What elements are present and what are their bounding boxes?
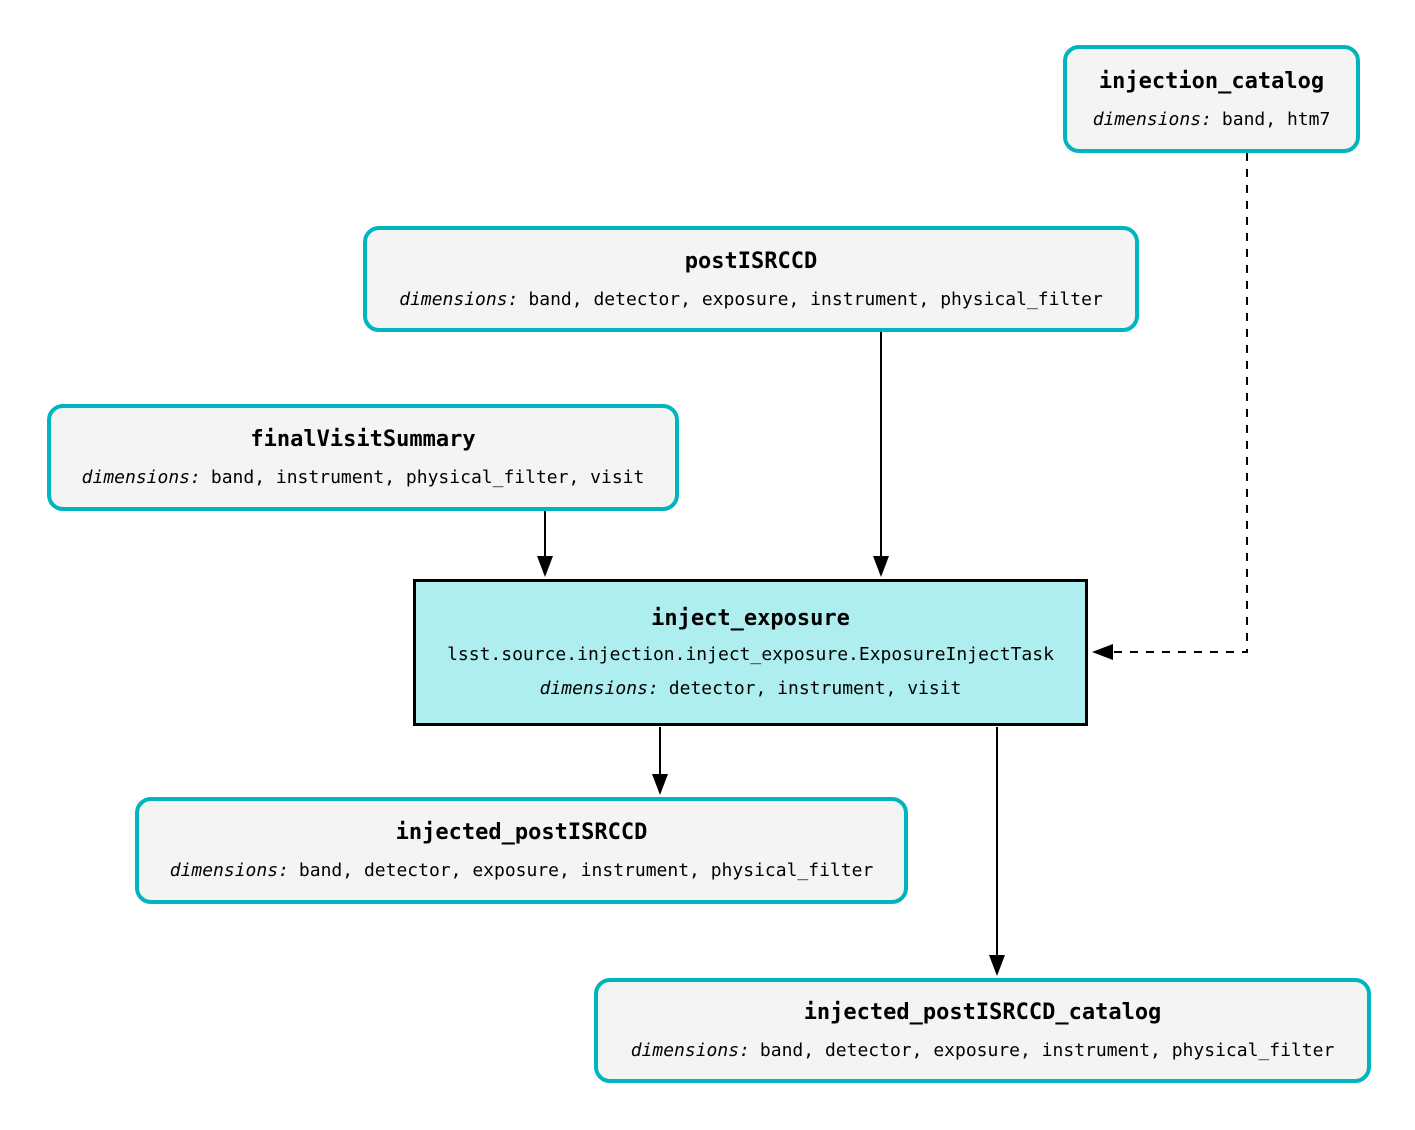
node-injected-postisrccd[interactable]: injected_postISRCCD dimensions: band, det… bbox=[135, 797, 908, 904]
dimensions-label: dimensions: bbox=[81, 467, 201, 488]
edge-injection-catalog-to-inject-exposure bbox=[1092, 153, 1248, 660]
dimensions-label: dimensions: bbox=[399, 288, 519, 310]
dimensions-label: dimensions: bbox=[169, 860, 289, 881]
node-title: inject_exposure bbox=[651, 606, 850, 631]
node-title: injected_postISRCCD bbox=[395, 820, 648, 845]
node-injection-catalog[interactable]: injection_catalog dimensions: band, htm7 bbox=[1063, 45, 1360, 153]
edge-inject-exposure-to-injected-postisrccd bbox=[652, 727, 668, 795]
node-dimensions: dimensions: band, detector, exposure, ins… bbox=[170, 860, 874, 881]
node-title: injection_catalog bbox=[1098, 68, 1325, 94]
node-title: injected_postISRCCD_catalog bbox=[803, 1000, 1162, 1025]
node-dimensions: dimensions: detector, instrument, visit bbox=[540, 678, 962, 699]
dimensions-value: band, detector, exposure, instrument, ph… bbox=[528, 288, 1103, 310]
node-title: finalVisitSummary bbox=[250, 427, 476, 452]
dimensions-value: detector, instrument, visit bbox=[668, 678, 962, 699]
dimensions-label: dimensions: bbox=[630, 1040, 750, 1061]
node-finalvisitsummary[interactable]: finalVisitSummary dimensions: band, instr… bbox=[47, 404, 679, 511]
dimensions-label: dimensions: bbox=[1092, 108, 1212, 130]
node-dimensions: dimensions: band, detector, exposure, ins… bbox=[631, 1040, 1335, 1061]
node-dimensions: dimensions: band, instrument, physical_fi… bbox=[82, 467, 645, 488]
dimensions-value: band, detector, exposure, instrument, ph… bbox=[759, 1040, 1335, 1061]
node-injected-postisrccd-catalog[interactable]: injected_postISRCCD_catalog dimensions: b… bbox=[594, 978, 1371, 1083]
edge-inject-exposure-to-injected-postisrccd-catalog bbox=[989, 727, 1005, 976]
node-postisrccd[interactable]: postISRCCD dimensions: band, detector, ex… bbox=[363, 226, 1139, 332]
node-title: postISRCCD bbox=[684, 248, 818, 274]
node-dimensions: dimensions: band, detector, exposure, ins… bbox=[399, 289, 1103, 310]
edge-postisrccd-to-inject-exposure bbox=[873, 332, 889, 577]
dimensions-label: dimensions: bbox=[539, 678, 659, 699]
dimensions-value: band, htm7 bbox=[1221, 108, 1331, 130]
edge-finalvisitsummary-to-inject-exposure bbox=[537, 511, 553, 577]
dimensions-value: band, detector, exposure, instrument, ph… bbox=[298, 860, 874, 881]
task-class-path: lsst.source.injection.inject_exposure.Ex… bbox=[447, 644, 1054, 665]
node-inject-exposure-task[interactable]: inject_exposure lsst.source.injection.in… bbox=[413, 579, 1088, 726]
dimensions-value: band, instrument, physical_filter, visit bbox=[210, 467, 645, 488]
node-dimensions: dimensions: band, htm7 bbox=[1093, 109, 1331, 130]
